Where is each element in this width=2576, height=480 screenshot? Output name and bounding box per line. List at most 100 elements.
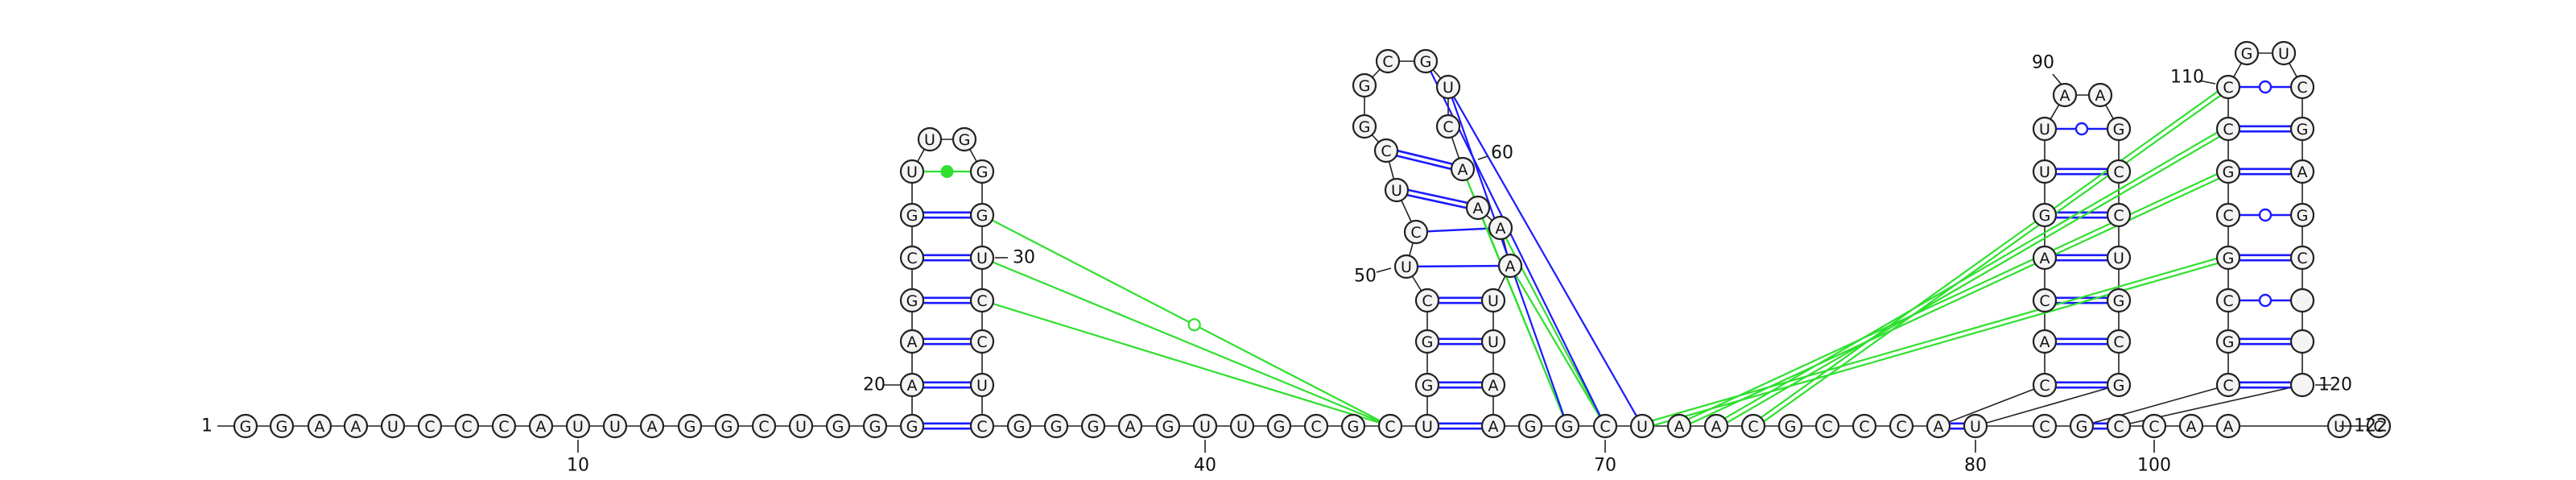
- nucleotide-letter: C: [461, 418, 472, 436]
- nucleotide: C: [2366, 413, 2392, 439]
- nucleotide-letter: G: [2223, 163, 2235, 181]
- nucleotide: C: [491, 413, 517, 439]
- nucleotide: U: [969, 372, 995, 398]
- nucleotide: G: [969, 202, 995, 228]
- nucleotide: A: [899, 372, 925, 398]
- nucleotide: [2289, 372, 2315, 398]
- nucleotide: C: [2215, 288, 2241, 313]
- nucleotide: A: [528, 413, 554, 439]
- nucleotide-letter: U: [1401, 259, 1412, 276]
- nucleotide-letter: A: [1505, 258, 1516, 275]
- nucleotide-letter: G: [1051, 418, 1063, 436]
- nucleotide-letter: C: [1410, 224, 1421, 242]
- nucleotide: G: [2032, 202, 2058, 228]
- nucleotide-letter: A: [647, 418, 658, 436]
- wobble-pair-marker: [2258, 80, 2273, 94]
- nucleotide: A: [1703, 413, 1729, 439]
- nucleotide-letter: G: [721, 418, 733, 436]
- nucleotide-letter: G: [240, 418, 252, 436]
- nucleotide-letter: A: [1934, 418, 1944, 436]
- position-label: 10: [567, 456, 589, 476]
- nucleotide: A: [1480, 372, 1506, 398]
- nucleotide: G: [1414, 372, 1440, 398]
- position-tick: [2198, 80, 2216, 85]
- nucleotide-letter: C: [2223, 292, 2233, 310]
- backbone-layer: [246, 52, 2379, 427]
- nucleotide-letter: C: [1748, 418, 1758, 436]
- nucleotide: G: [1554, 413, 1580, 439]
- position-label: 70: [1594, 456, 1616, 476]
- nucleotide: C: [2106, 202, 2132, 228]
- nucleotide-letter: G: [959, 131, 971, 149]
- nucleotide: C: [1375, 48, 1401, 74]
- nucleotide: U: [788, 413, 814, 439]
- nucleotide-letter: G: [1088, 418, 1100, 436]
- nucleotide-letter: U: [2039, 121, 2050, 139]
- nucleotide-letter: G: [2113, 377, 2125, 395]
- nucleotide-letter: C: [1600, 418, 1610, 436]
- nucleotide-letter: C: [1859, 418, 1869, 436]
- nucleotide-letter: U: [572, 418, 584, 436]
- pseudoknot-pair-line: [1678, 168, 2228, 425]
- nucleotide-letter: G: [1013, 418, 1026, 436]
- nucleotide: G: [825, 413, 851, 439]
- nucleotide: C: [454, 413, 480, 439]
- nucleotide: A: [1465, 195, 1491, 221]
- nucleotide: U: [1963, 413, 1988, 439]
- nucleotide: C: [2032, 413, 2058, 439]
- base-pair-layer: [912, 80, 2302, 430]
- nucleotide: A: [2178, 413, 2204, 439]
- nucleotide-letter: C: [2373, 418, 2384, 436]
- nucleotide-letter: U: [387, 418, 398, 436]
- nucleotide-letter: U: [1488, 292, 1499, 310]
- nucleotide: C: [899, 245, 925, 271]
- nucleotide-letter: U: [1391, 182, 1402, 200]
- nucleotide-letter: U: [976, 377, 988, 395]
- nucleotide-letter: C: [1382, 53, 1393, 71]
- nucleotide: G: [1043, 413, 1069, 439]
- nucleotide-letter: A: [1458, 161, 1468, 179]
- nucleotide: C: [1377, 413, 1403, 439]
- wobble-pair-marker: [2258, 208, 2273, 222]
- nucleotide-letter: A: [2095, 87, 2106, 105]
- nucleotide-letter: C: [976, 333, 987, 351]
- nucleotide: G: [2289, 202, 2315, 228]
- nucleotide-letter: A: [2223, 418, 2234, 436]
- nucleotide-letter: C: [2113, 418, 2124, 436]
- nucleotide: C: [2289, 245, 2315, 271]
- pseudoknot-pair-line: [1754, 88, 2231, 429]
- position-tick: [2052, 73, 2062, 85]
- nucleotide: G: [2106, 372, 2132, 398]
- nucleotide-letter: G: [976, 207, 989, 225]
- nucleotide: G: [1352, 72, 1377, 98]
- wobble-pair-marker: [2074, 122, 2089, 136]
- nucleotide: C: [751, 413, 777, 439]
- nucleotide-letter: G: [684, 418, 696, 436]
- backbone-segment: [1975, 384, 2120, 427]
- nucleotide: A: [2215, 413, 2241, 439]
- nucleotide: A: [1497, 253, 1523, 279]
- nucleotide-letter: G: [1525, 418, 1537, 436]
- nucleotide: U: [380, 413, 406, 439]
- nucleotide-letter: U: [1236, 418, 1248, 436]
- pseudoknot-pair-line: [981, 256, 1391, 428]
- nucleotide: G: [1340, 413, 1366, 439]
- pseudoknot-pair-line: [1447, 86, 1643, 427]
- nucleotide: U: [1480, 288, 1506, 313]
- nucleotide-letter: A: [1473, 200, 1484, 217]
- nucleotide: G: [899, 288, 925, 313]
- position-label: 100: [2137, 456, 2171, 476]
- nucleotide: G: [233, 413, 258, 439]
- nucleotide-letter: U: [1637, 418, 1648, 436]
- nucleotide: C: [2215, 74, 2241, 100]
- nucleotide: A: [2087, 82, 2113, 108]
- noncanonical-pair-marker: [940, 165, 954, 178]
- nucleotide-letter: C: [1422, 292, 1432, 310]
- nucleotide-letter: C: [906, 250, 917, 267]
- nucleotide-letter: C: [1443, 118, 1453, 136]
- nucleotide-letter: C: [2297, 79, 2307, 97]
- nucleotide-letter: A: [2297, 163, 2308, 181]
- position-label: 60: [1491, 143, 1513, 163]
- nucleotide-letter: C: [2223, 121, 2233, 139]
- pseudoknot-pair-line: [1679, 172, 2230, 429]
